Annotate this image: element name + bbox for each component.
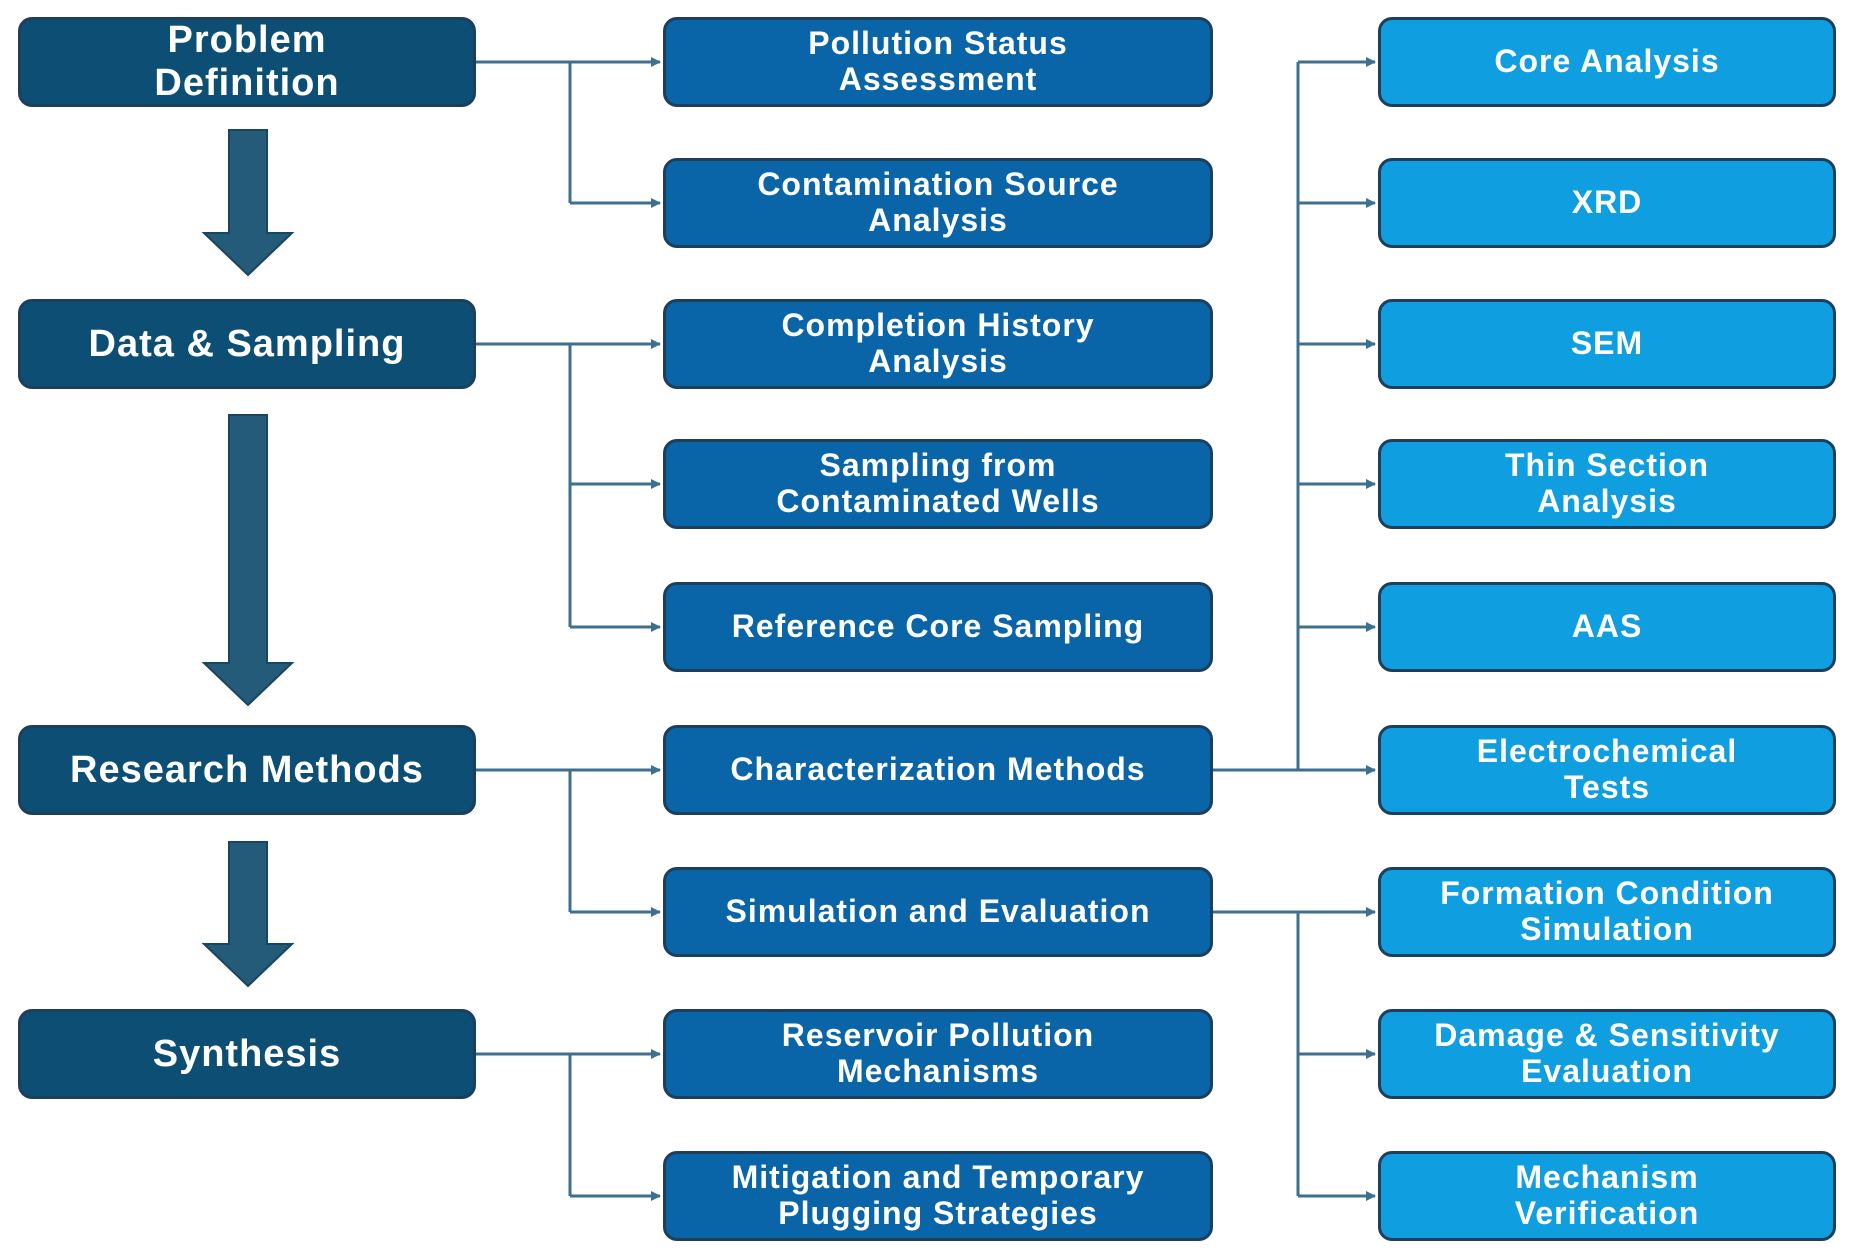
technique-thin-section: Thin Section Analysis (1378, 439, 1836, 529)
flow-arrow-1 (201, 129, 295, 277)
step-contamination-source: Contamination Source Analysis (663, 158, 1213, 248)
connector-data-sampling (476, 339, 661, 632)
connector-synthesis (476, 1049, 661, 1201)
technique-formation-condition: Formation Condition Simulation (1378, 867, 1836, 957)
connector-simulation (1213, 907, 1376, 1201)
connector-research-methods (476, 765, 661, 917)
step-mitigation: Mitigation and Temporary Plugging Strate… (663, 1151, 1213, 1241)
technique-xrd: XRD (1378, 158, 1836, 248)
technique-mechanism-verification: Mechanism Verification (1378, 1151, 1836, 1241)
technique-electrochemical: Electrochemical Tests (1378, 725, 1836, 815)
connector-problem-definition (476, 57, 661, 208)
step-pollution-mechanisms: Reservoir Pollution Mechanisms (663, 1009, 1213, 1099)
flow-arrow-3 (201, 841, 295, 988)
technique-damage-sensitivity: Damage & Sensitivity Evaluation (1378, 1009, 1836, 1099)
step-sampling-wells: Sampling from Contaminated Wells (663, 439, 1213, 529)
step-pollution-status: Pollution Status Assessment (663, 17, 1213, 107)
flow-arrow-2 (201, 414, 295, 707)
step-characterization: Characterization Methods (663, 725, 1213, 815)
connector-characterization (1213, 57, 1376, 775)
step-completion-history: Completion History Analysis (663, 299, 1213, 389)
technique-core-analysis: Core Analysis (1378, 17, 1836, 107)
stage-data-sampling: Data & Sampling (18, 299, 476, 389)
technique-aas: AAS (1378, 582, 1836, 672)
technique-sem: SEM (1378, 299, 1836, 389)
stage-research-methods: Research Methods (18, 725, 476, 815)
stage-synthesis: Synthesis (18, 1009, 476, 1099)
stage-problem-definition: Problem Definition (18, 17, 476, 107)
step-simulation-evaluation: Simulation and Evaluation (663, 867, 1213, 957)
step-reference-core: Reference Core Sampling (663, 582, 1213, 672)
